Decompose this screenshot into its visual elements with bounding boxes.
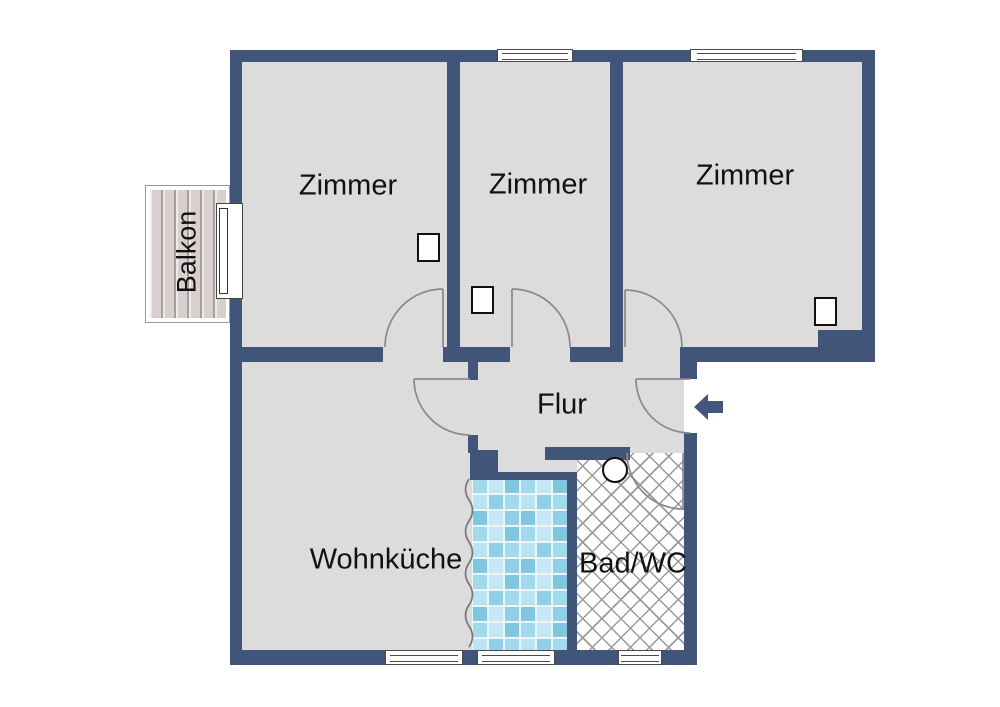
wall-left-lower bbox=[230, 297, 242, 665]
wall-right-lower bbox=[684, 433, 697, 665]
window-zimmer2 bbox=[497, 49, 573, 62]
entrance-arrow-icon bbox=[694, 394, 723, 420]
wall-left-upper bbox=[230, 50, 242, 205]
wall-kitchen-step bbox=[470, 450, 498, 472]
wall-mid-segment-1 bbox=[230, 347, 383, 362]
wall-mid-segment-3 bbox=[570, 347, 623, 362]
radiator-symbol-zimmer1 bbox=[417, 233, 440, 262]
room-label-balkon: Balkon bbox=[171, 210, 202, 294]
balcony-deck bbox=[150, 190, 226, 318]
wall-bath-top bbox=[545, 447, 630, 460]
wall-mid-segment-2 bbox=[443, 347, 510, 362]
balcony-door bbox=[216, 203, 243, 299]
wall-zimmer2-zimmer3 bbox=[610, 62, 623, 347]
room-label-flur: Flur bbox=[537, 388, 587, 421]
wall-mid-segment-4 bbox=[680, 347, 875, 362]
room-label-zimmer-3: Zimmer bbox=[695, 159, 795, 192]
wall-entry-stub-upper bbox=[680, 362, 697, 379]
wall-bath-left bbox=[567, 478, 577, 650]
room-label-wohnkueche: Wohnküche bbox=[309, 543, 463, 576]
wall-kitchen-door-stub-top bbox=[468, 362, 478, 380]
wall-zimmer1-zimmer2 bbox=[447, 62, 460, 347]
room-label-zimmer-1: Zimmer bbox=[298, 169, 398, 202]
wall-right-upper bbox=[862, 50, 875, 362]
window-zimmer3 bbox=[690, 49, 803, 62]
window-kitchen-strip bbox=[477, 650, 555, 665]
room-label-zimmer-2: Zimmer bbox=[488, 168, 588, 201]
wall-kitchen-top bbox=[470, 472, 577, 480]
window-bad bbox=[618, 650, 662, 665]
washbasin-symbol bbox=[602, 457, 628, 483]
radiator-symbol-zimmer2 bbox=[471, 286, 494, 314]
radiator-symbol-zimmer3 bbox=[814, 297, 837, 326]
wall-kitchen-door-stub-bottom bbox=[468, 435, 478, 453]
kitchen-tiles-texture bbox=[472, 478, 567, 650]
room-label-bad-wc: Bad/WC bbox=[579, 547, 687, 580]
wall-bottom-exterior bbox=[230, 650, 697, 665]
floor-upper-rooms bbox=[242, 62, 862, 347]
balcony-door-leaf bbox=[219, 208, 228, 294]
window-wohnkueche bbox=[385, 650, 463, 665]
